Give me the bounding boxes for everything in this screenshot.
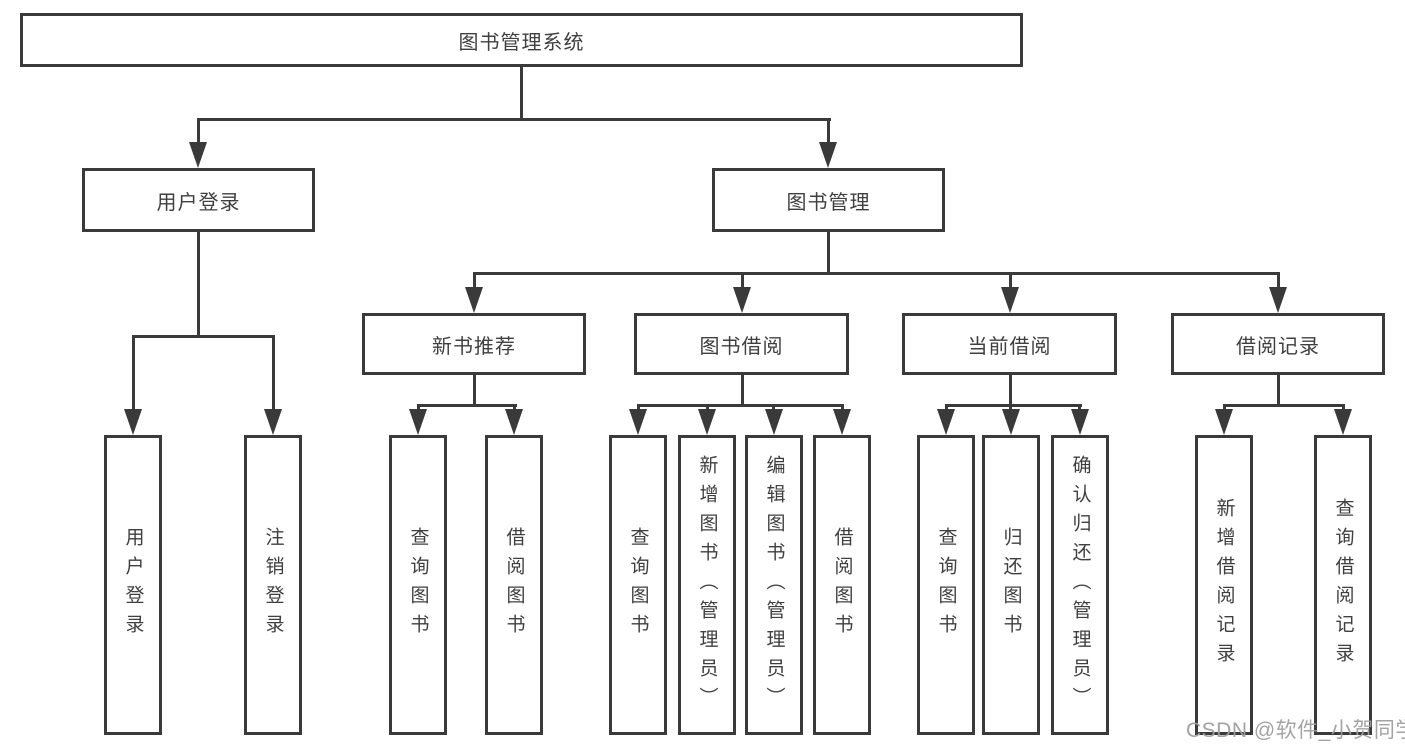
arrowhead-down-icon (1334, 409, 1352, 435)
leaf-records-add-borrow-record: 新增借阅记录 (1195, 435, 1253, 735)
leaf-borrowing-add-books-admin: 新增图书（管理员） (678, 435, 736, 735)
arrowhead-down-icon (189, 142, 207, 168)
arrowhead-down-icon (733, 287, 751, 313)
connector-line (1009, 272, 1012, 292)
arrowhead-down-icon (409, 409, 427, 435)
leaf-recommend-borrow-books: 借阅图书 (485, 435, 543, 735)
arrowhead-down-icon (124, 409, 142, 435)
connector-line (1223, 404, 1344, 407)
arrowhead-down-icon (1071, 409, 1089, 435)
node-book-management: 图书管理 (712, 168, 945, 232)
arrowhead-down-icon (629, 409, 647, 435)
leaf-borrowing-borrow-books: 借阅图书 (813, 435, 871, 735)
connector-line (1009, 375, 1012, 407)
arrowhead-down-icon (698, 409, 716, 435)
arrowhead-down-icon (1269, 287, 1287, 313)
arrowhead-down-icon (819, 142, 837, 168)
leaf-logout: 注销登录 (244, 435, 302, 735)
connector-line (197, 120, 200, 148)
connector-line (132, 335, 275, 338)
node-book-borrowing: 图书借阅 (634, 313, 849, 375)
connector-line (741, 272, 744, 292)
node-new-book-recommendation: 新书推荐 (362, 313, 586, 375)
node-library-management-system: 图书管理系统 (20, 13, 1023, 67)
leaf-current-confirm-return-admin: 确认归还（管理员） (1051, 435, 1109, 735)
connector-line (197, 118, 831, 121)
connector-line (417, 404, 517, 407)
arrowhead-down-icon (765, 409, 783, 435)
arrowhead-down-icon (1215, 409, 1233, 435)
leaf-records-query-borrow-record: 查询借阅记录 (1314, 435, 1372, 735)
connector-line (945, 404, 1082, 407)
connector-line (473, 375, 476, 407)
arrowhead-down-icon (505, 409, 523, 435)
connector-line (197, 232, 200, 338)
arrowhead-down-icon (264, 409, 282, 435)
node-user-login: 用户登录 (82, 168, 315, 232)
arrowhead-down-icon (465, 287, 483, 313)
connector-line (272, 335, 275, 413)
node-borrowing-records: 借阅记录 (1171, 313, 1385, 375)
leaf-recommend-query-books: 查询图书 (389, 435, 447, 735)
leaf-current-return-books: 归还图书 (982, 435, 1040, 735)
connector-line (1277, 375, 1280, 407)
leaf-borrowing-edit-books-admin: 编辑图书（管理员） (745, 435, 803, 735)
connector-line (827, 232, 830, 275)
arrowhead-down-icon (833, 409, 851, 435)
connector-line (827, 120, 830, 148)
arrowhead-down-icon (937, 409, 955, 435)
connector-line (520, 67, 523, 120)
leaf-borrowing-query-books: 查询图书 (609, 435, 667, 735)
arrowhead-down-icon (1002, 409, 1020, 435)
node-current-borrowing: 当前借阅 (902, 313, 1117, 375)
leaf-user-login: 用户登录 (104, 435, 162, 735)
connector-line (1277, 272, 1280, 292)
csdn-watermark: CSDN @软件_小贺同学 (1186, 719, 1405, 742)
connector-line (741, 375, 744, 407)
connector-line (473, 272, 476, 292)
connector-line (473, 272, 1280, 275)
leaf-current-query-books: 查询图书 (917, 435, 975, 735)
arrowhead-down-icon (1001, 287, 1019, 313)
connector-line (132, 335, 135, 413)
connector-line (637, 404, 844, 407)
